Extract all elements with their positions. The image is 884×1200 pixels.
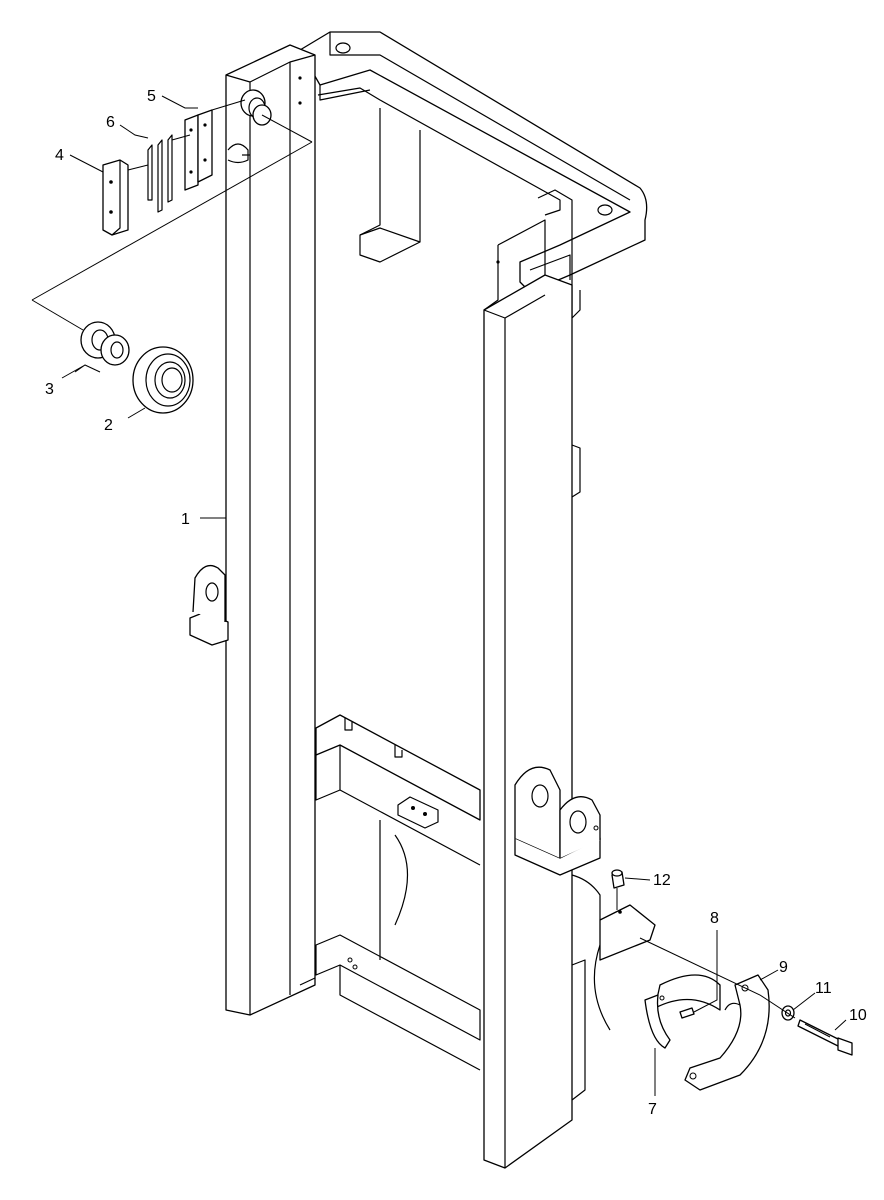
callout-11: 11: [815, 980, 832, 997]
callout-9: 9: [779, 959, 788, 976]
inner-frame: [317, 87, 581, 498]
callout-6: 6: [106, 114, 115, 131]
callout-5: 5: [147, 88, 156, 105]
cap-part-9: [684, 974, 770, 1091]
callout-labels: 1 2 3 4 5 6 7 8 9 10 11 12: [45, 88, 867, 1118]
right-tilt-bracket: [514, 766, 601, 876]
plates-part-5: [184, 109, 213, 191]
callout-2: 2: [104, 417, 113, 434]
liner-plate-part-4: [102, 159, 129, 236]
mast-top-beam: [299, 31, 648, 293]
bearing-part-2: [132, 346, 194, 414]
callout-1: 1: [181, 511, 190, 528]
right-upright: [483, 219, 586, 1169]
left-tilt-bracket: [189, 564, 229, 646]
left-upright: [225, 44, 316, 1016]
lower-cross-frame: [315, 714, 481, 1071]
bushing-part-7: [644, 974, 721, 1049]
callout-7: 7: [648, 1101, 657, 1118]
callout-4: 4: [55, 147, 64, 164]
shims-part-3: [80, 321, 130, 366]
callout-8: 8: [710, 910, 719, 927]
explosion-lines: [31, 99, 796, 1019]
callout-leaders: [61, 95, 847, 1096]
bolt-part-10: [797, 1019, 853, 1056]
callout-3: 3: [45, 381, 54, 398]
trunnion-housing: [571, 874, 656, 1031]
callout-12: 12: [653, 872, 671, 889]
grease-nipple-part-12: [611, 869, 625, 889]
callout-10: 10: [849, 1007, 867, 1024]
pin-part-8: [679, 1007, 695, 1019]
shims-part-6: [147, 134, 173, 213]
